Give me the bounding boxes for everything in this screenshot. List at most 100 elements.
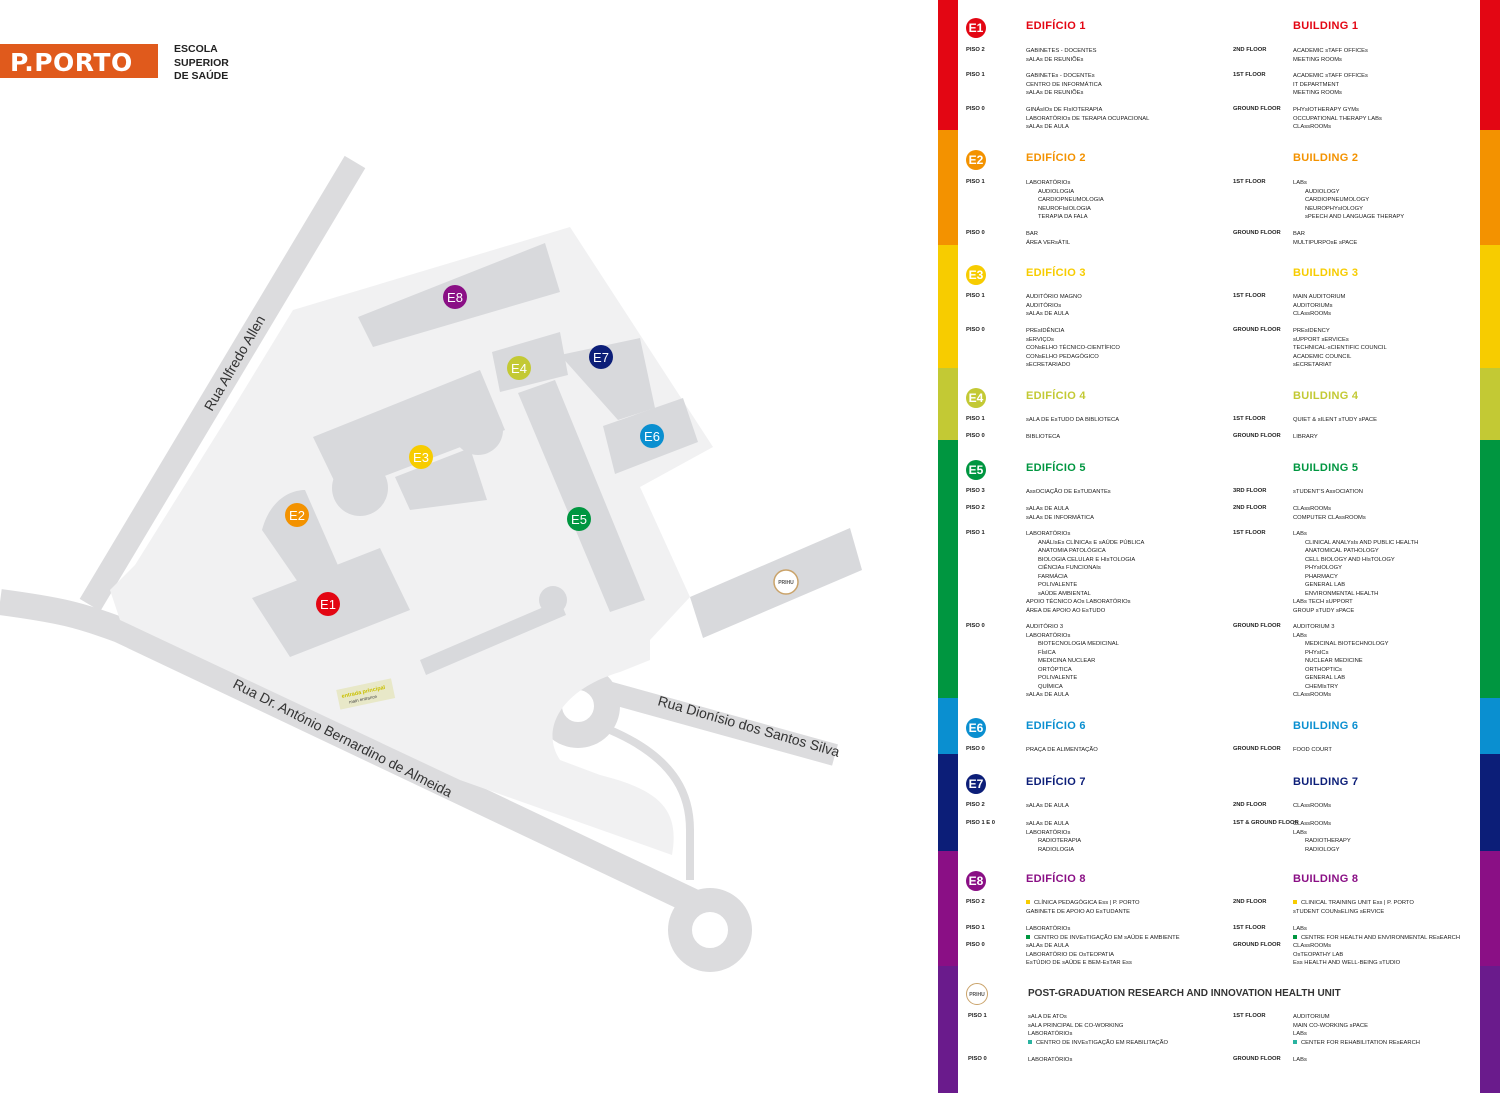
room-en-text: QUIET & sILENT sTUDY sPACE (1293, 417, 1377, 423)
room-en-text: OsTEOPATHY LAB (1293, 951, 1344, 958)
room-pt-line: sALAs DE AULA (1026, 691, 1069, 700)
room-pt-line: GABINETES - DOCENTES (1026, 47, 1097, 56)
marker-e5[interactable]: E5 (567, 507, 591, 531)
marker-e1-label: E1 (320, 597, 336, 612)
room-en-text: ORTHOPTICs (1305, 666, 1342, 673)
floor-label-pt: PISO 0 (966, 106, 985, 112)
room-pt-text: AUDITÓRIO 3 (1026, 624, 1064, 630)
room-pt-text: AUDIOLOGIA (1038, 188, 1075, 195)
room-pt-text: sALAs DE AULA (1026, 506, 1069, 512)
room-en-line: CENTER FOR REHABILITATION REsEARCH (1293, 1039, 1420, 1048)
floor-label-pt: PISO 0 (966, 942, 985, 948)
room-en-text: LABs (1293, 1031, 1307, 1037)
color-band-left-e5 (938, 440, 958, 698)
room-en-text: ACADEMIC sTAFF OFFICEs (1293, 73, 1368, 79)
room-en-line: sTUDENT COUNsELING sERVICE (1293, 908, 1384, 917)
room-en-text: AUDITORIUM (1293, 1014, 1330, 1020)
research-icon (1028, 1039, 1032, 1044)
room-pt-line: GABINETEs - DOCENTEs (1026, 72, 1095, 81)
marker-prihu[interactable]: PRIHU (773, 569, 799, 595)
legend-badge-e3: E3 (966, 265, 986, 285)
room-en-line: LABs (1293, 829, 1307, 838)
room-en-line: GROUP sTUDY sPACE (1293, 607, 1354, 616)
room-pt-text: AUDITÓRIO MAGNO (1026, 294, 1082, 300)
room-pt-line: GABINETE DE APOIO AO EsTUDANTE (1026, 908, 1130, 917)
room-en-line: CLAssROOMs (1293, 505, 1331, 514)
color-band-left-e6 (938, 698, 958, 754)
room-pt-line: ANATOMIA PATOLÓGICA (1026, 547, 1106, 556)
room-en-line: sECRETARIAT (1293, 361, 1332, 370)
floor-label-pt: PISO 0 (966, 433, 985, 439)
room-pt-text: AssOCIAÇÃO DE EsTUDANTEs (1026, 489, 1111, 495)
room-pt-line: sAÚDE AMBIENTAL (1026, 590, 1091, 599)
room-pt-line: LABORATÓRIOs (1026, 829, 1070, 838)
building-name-pt: EDIFÍCIO 8 (1026, 873, 1086, 885)
room-pt-line: AUDIOLOGIA (1026, 188, 1074, 197)
room-pt-text: sERVIÇOs (1026, 336, 1054, 343)
room-pt-line: QUÍMICA (1026, 683, 1063, 692)
room-pt-text: BIOTECNOLOGIA MEDICINAL (1038, 641, 1119, 647)
building-name-en: BUILDING 3 (1293, 267, 1359, 279)
room-pt-line: sALAs DE AULA (1026, 820, 1069, 829)
building-name-pt: EDIFÍCIO 3 (1026, 267, 1086, 279)
marker-e7[interactable]: E7 (589, 345, 613, 369)
color-band-left-e8 (938, 851, 958, 966)
room-en-line: CLAssROOMs (1293, 942, 1331, 951)
room-pt-line: sERVIÇOs (1026, 336, 1054, 345)
room-en-line: PHYsICs (1293, 649, 1329, 658)
room-en-line: QUIET & sILENT sTUDY sPACE (1293, 416, 1377, 425)
room-pt-line: FARMÁCIA (1026, 573, 1068, 582)
room-pt-text: EsTÚDIO DE sAÚDE E BEM-EsTAR Ess (1026, 960, 1132, 966)
room-en-text: PHYsICs (1305, 649, 1329, 656)
room-pt-line: FÍsICA (1026, 649, 1056, 658)
room-pt-text: NEUROFIsIOLOGIA (1038, 205, 1091, 212)
floor-label-en: 1ST FLOOR (1233, 1013, 1266, 1019)
room-pt-text: sALAs DE AULA (1026, 821, 1069, 827)
room-en-text: LABs (1293, 632, 1307, 639)
room-en-text: LABs (1293, 531, 1307, 537)
marker-e1[interactable]: E1 (316, 592, 340, 616)
room-en-text: LABs TECH sUPPORT (1293, 599, 1353, 605)
marker-e3[interactable]: E3 (409, 445, 433, 469)
building-name-pt: EDIFÍCIO 4 (1026, 390, 1086, 402)
road-rua-alfredo-allen (79, 155, 366, 612)
marker-e5-label: E5 (571, 512, 587, 527)
marker-e4[interactable]: E4 (507, 356, 531, 380)
room-en-text: LIBRARY (1293, 434, 1318, 440)
room-en-text: Ess HEALTH AND WELL-BEING sTUDIO (1293, 960, 1401, 966)
room-en-line: OsTEOPATHY LAB (1293, 951, 1343, 960)
logo-text: P.PORTO (10, 48, 133, 77)
room-en-text: RADIOLOGY (1305, 846, 1340, 853)
room-pt-text: ÁREA DE APOIO AO EsTUDO (1026, 607, 1106, 614)
floor-label-pt: PISO 0 (966, 623, 985, 629)
building-name-pt: EDIFÍCIO 6 (1026, 720, 1086, 732)
room-en-line: CLAssROOMs (1293, 310, 1331, 319)
room-en-text: MEDICINAL BIOTECHNOLOGY (1305, 641, 1389, 647)
room-pt-text: CLÍNICA PEDAGÓGICA Ess | P. PORTO (1034, 900, 1140, 906)
room-en-text: CLAssROOMs (1293, 943, 1332, 949)
room-pt-line: CIÊNCIAs FUNCIONAIs (1026, 564, 1101, 573)
room-en-text: CLAssROOMs (1293, 311, 1332, 317)
room-pt-text: LABORATÓRIOs (1026, 180, 1071, 186)
marker-e7-label: E7 (593, 350, 609, 365)
road-rua-antonio-bernardino (0, 589, 706, 917)
room-en-line: LABs (1293, 632, 1307, 641)
building-name-pt: EDIFÍCIO 7 (1026, 776, 1086, 788)
room-en-text: NEUROPHYsIOLOGY (1305, 205, 1363, 212)
room-en-line: AUDITORIUM (1293, 1013, 1330, 1022)
room-en-line: AUDITORIUM 3 (1293, 623, 1334, 632)
floor-label-pt: PISO 1 (966, 416, 985, 422)
room-en-line: ACADEMIC COUNCIL (1293, 353, 1351, 362)
marker-e8[interactable]: E8 (443, 285, 467, 309)
room-pt-line: sALAs DE REUNIÕEs (1026, 89, 1083, 98)
floor-label-pt: PISO 0 (966, 230, 985, 236)
marker-e2[interactable]: E2 (285, 503, 309, 527)
room-en-line: CLINICAL ANALYsIs AND PUBLIC HEALTH (1293, 539, 1418, 548)
marker-e6[interactable]: E6 (640, 424, 664, 448)
room-en-line: BAR (1293, 230, 1305, 239)
color-band-right-e2 (1480, 130, 1500, 245)
floor-label-pt: PISO 2 (966, 505, 985, 511)
room-en-text: PHYsIOTHERAPY GYMs (1293, 107, 1359, 113)
floor-label-en: 1ST FLOOR (1233, 530, 1266, 536)
school-name-line-3: DE SAÚDE (174, 70, 229, 82)
